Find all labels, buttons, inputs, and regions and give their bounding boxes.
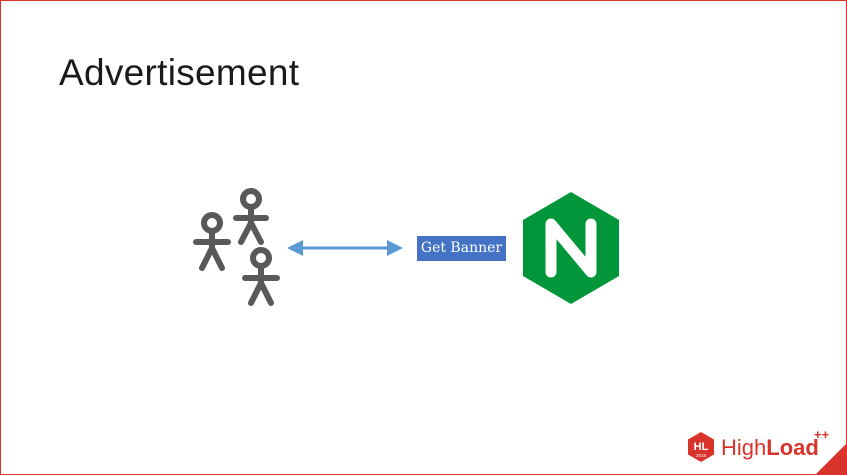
- person-icon: [193, 212, 231, 271]
- bidirectional-arrow-icon: [287, 240, 403, 256]
- corner-accent: [816, 444, 846, 474]
- badge-year: 2016: [696, 453, 707, 458]
- badge-text: HL: [694, 441, 709, 453]
- nginx-logo-icon: [523, 192, 619, 304]
- highload-wordmark: HighLoad: [721, 433, 819, 463]
- highload-badge-icon: HL 2016: [688, 432, 714, 462]
- person-icon: [233, 188, 269, 245]
- people-icon: [193, 188, 280, 306]
- slide-title: Advertisement: [59, 52, 300, 93]
- person-icon: [242, 247, 280, 306]
- wordmark-light: High: [721, 435, 767, 460]
- wordmark-superscript: ++: [814, 427, 830, 442]
- wordmark-bold: Load: [766, 435, 819, 460]
- get-banner-label: Get Banner: [417, 236, 506, 261]
